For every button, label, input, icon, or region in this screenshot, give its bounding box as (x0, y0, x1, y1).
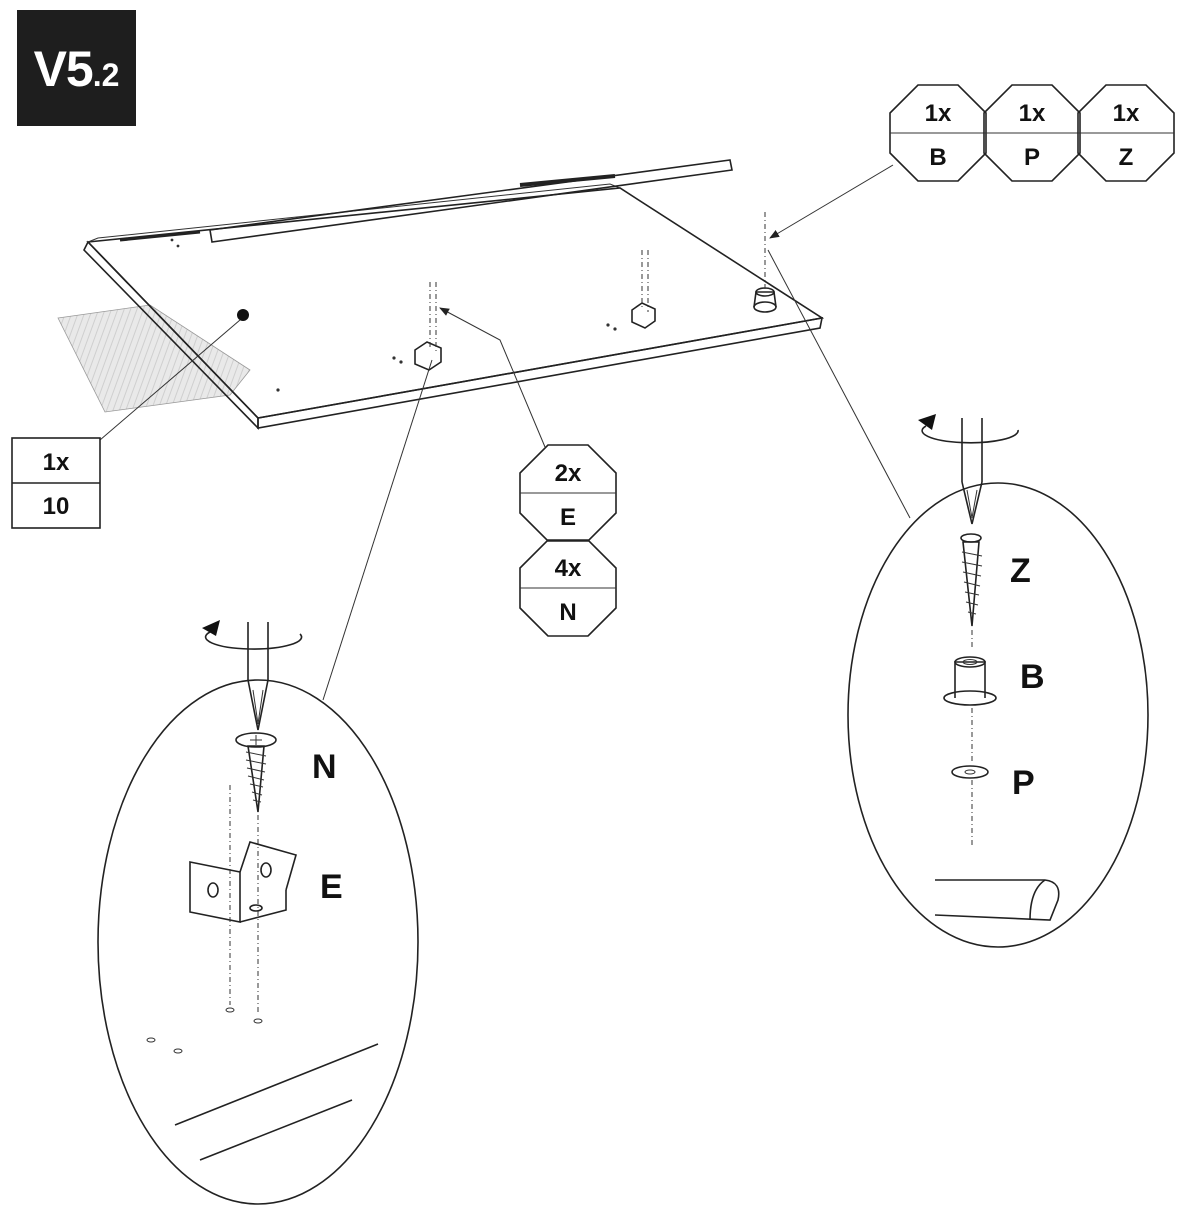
callout-part-p: P (1024, 144, 1040, 171)
panel-10 (83, 159, 825, 430)
label-z: Z (1010, 552, 1031, 590)
panel-part: 10 (43, 493, 70, 520)
callout-part-b: B (929, 144, 946, 171)
detail-left: N E (97, 620, 419, 1205)
screw-z-icon (960, 533, 983, 627)
bracket-e-icon (189, 841, 297, 923)
label-b: B (1020, 658, 1045, 696)
callout-part-z: Z (1119, 144, 1134, 171)
hardware-callout-top-right: 1x B 1x P 1x Z (889, 84, 1175, 182)
floor-mat (57, 304, 251, 413)
step-number: V5 (33, 41, 94, 97)
callout-qty-e: 2x (555, 460, 582, 487)
step-substep: .2 (92, 57, 120, 93)
cap-b-icon (943, 656, 997, 706)
hardware-callout-center: 2x E 4x N (519, 444, 617, 637)
label-e: E (320, 868, 343, 906)
label-p: P (1012, 764, 1035, 802)
callout-part-e: E (560, 504, 576, 531)
callout-qty-b: 1x (925, 100, 952, 127)
step-badge: V5.2 (17, 10, 136, 126)
washer-p-icon (951, 765, 989, 779)
callout-qty-n: 4x (555, 555, 582, 582)
callout-qty-z: 1x (1113, 100, 1140, 127)
detail-right: Z B P (847, 414, 1149, 948)
screw-n-icon (235, 732, 277, 813)
callout-qty-p: 1x (1019, 100, 1046, 127)
label-n: N (312, 748, 337, 786)
panel-label-box: 1x 10 (11, 437, 101, 529)
panel-qty: 1x (43, 449, 70, 476)
callout-part-n: N (559, 599, 576, 626)
